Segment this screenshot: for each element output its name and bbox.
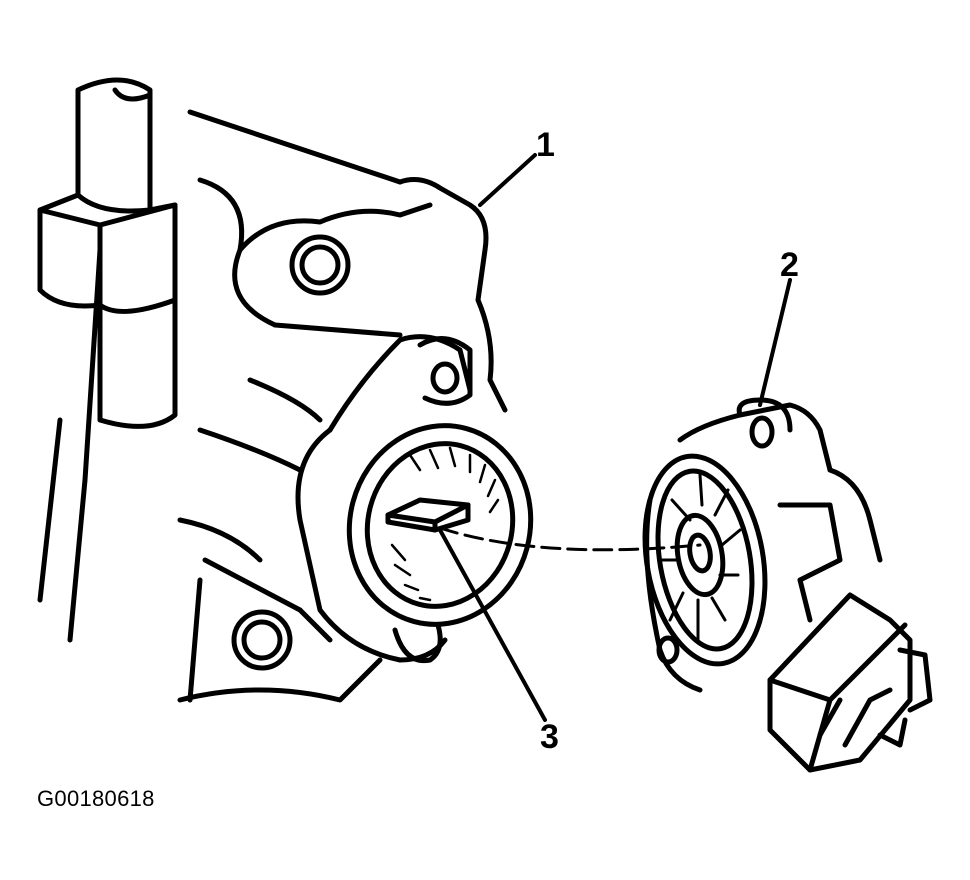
mount-ear-hole bbox=[417, 336, 473, 406]
leader-line-2 bbox=[758, 278, 792, 407]
housing-outline bbox=[37, 109, 508, 703]
leader-line-3 bbox=[438, 528, 547, 722]
mounting-hole-upper bbox=[289, 234, 351, 296]
bolt-stud bbox=[37, 77, 178, 429]
throttle-position-sensor bbox=[642, 397, 933, 773]
sensor-bore bbox=[346, 423, 534, 664]
alignment-line bbox=[438, 526, 702, 552]
callout-sensor: 2 bbox=[780, 246, 799, 284]
leader-line-1 bbox=[478, 153, 537, 207]
callout-shaft-tang: 3 bbox=[540, 718, 559, 756]
callout-housing: 1 bbox=[536, 126, 555, 164]
shaft-tang bbox=[385, 497, 471, 533]
mounting-hole-lower bbox=[231, 609, 293, 671]
figure-id: G00180618 bbox=[37, 786, 155, 811]
